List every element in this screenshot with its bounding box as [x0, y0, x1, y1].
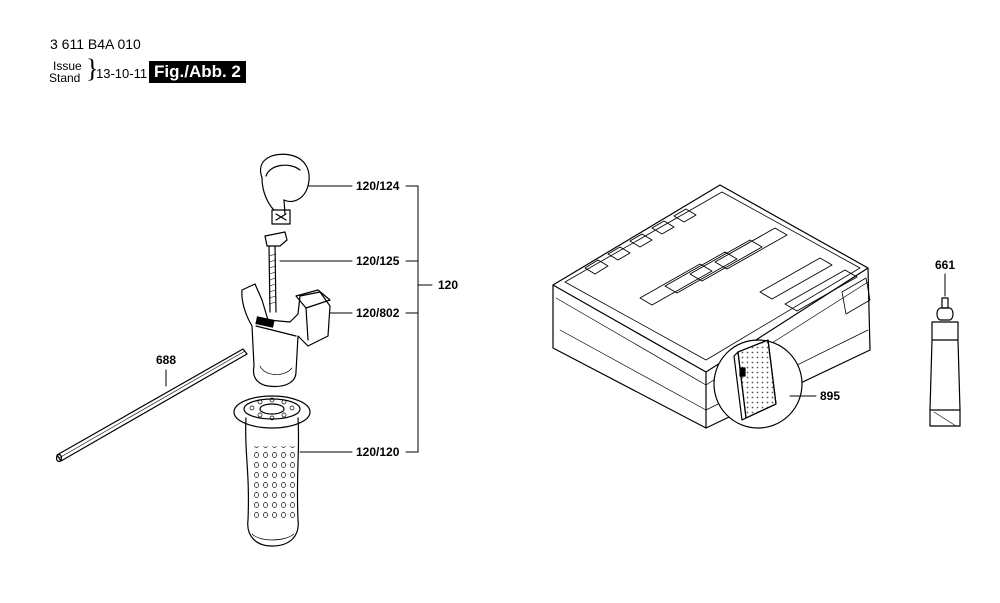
case-insert-detail [713, 339, 817, 429]
callout-895: 895 [820, 389, 841, 403]
figure-label: Fig./Abb. 2 [149, 61, 246, 83]
issue-label: Issue [53, 59, 82, 73]
leader-lines-left [165, 185, 433, 453]
grease-tube [929, 273, 961, 427]
callout-120-802: 120/802 [356, 306, 400, 320]
handle-base [241, 283, 331, 388]
clamping-band [259, 153, 310, 225]
carrying-case [552, 184, 871, 429]
handle-grip [233, 395, 311, 547]
part-number: 3 611 B4A 010 [50, 36, 141, 52]
stand-label: Stand [49, 71, 81, 85]
callout-688: 688 [156, 353, 177, 367]
callout-120-120: 120/120 [356, 445, 400, 459]
callout-661: 661 [935, 258, 956, 272]
clamping-bolt [264, 231, 288, 313]
callout-120-124: 120/124 [356, 179, 400, 193]
callout-120-125: 120/125 [356, 254, 400, 268]
callout-120: 120 [438, 278, 459, 292]
issue-brace: } [86, 54, 99, 83]
issue-date: 13-10-11 [96, 66, 148, 81]
depth-stop-rod [55, 348, 248, 463]
